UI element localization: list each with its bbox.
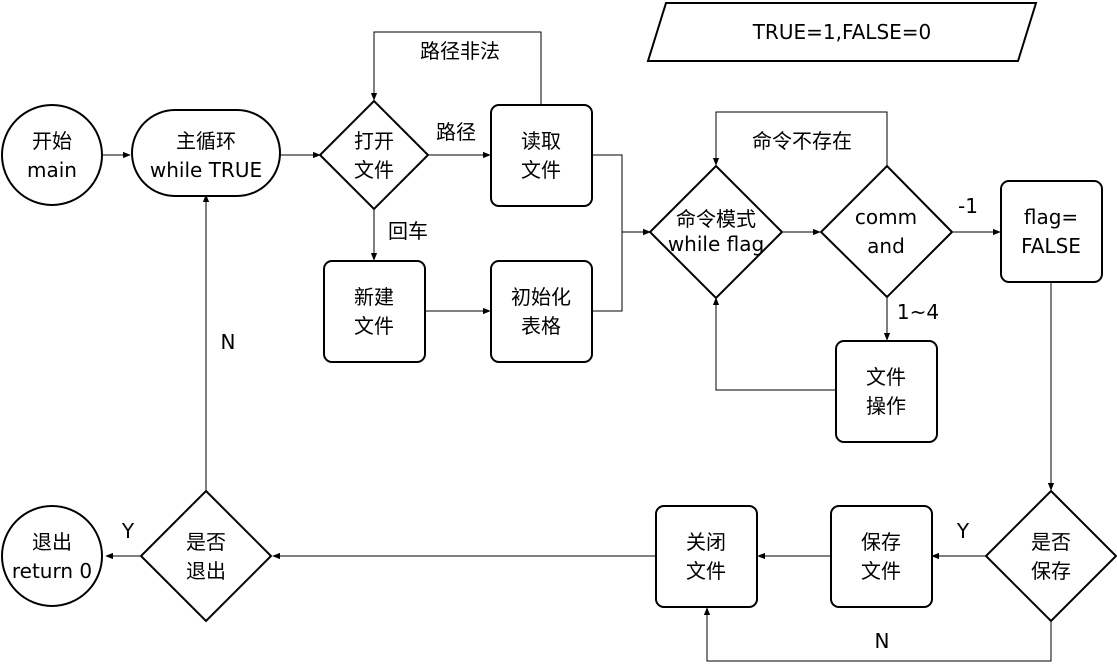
node-start: 开始 main <box>1 104 103 206</box>
label-save-yes: Y <box>956 519 970 543</box>
label-exit-yes: Y <box>121 519 135 543</box>
label-save-no: N <box>875 629 890 653</box>
node-set-flag-line1: flag= <box>1024 205 1078 229</box>
node-main-loop-line2: while TRUE <box>150 158 262 182</box>
node-exit-line1: 退出 <box>32 530 72 554</box>
node-note: TRUE=1,FALSE=0 <box>646 2 1038 62</box>
node-save-file-line1: 保存 <box>861 530 901 554</box>
node-file-op: 文件 操作 <box>835 340 938 443</box>
node-close-file-line2: 文件 <box>686 559 726 583</box>
edge-init-table-to-cmd-mode <box>592 228 651 312</box>
node-ask-exit: 是否 退出 <box>139 489 273 623</box>
node-cmd-mode: 命令模式 while flag <box>648 164 784 300</box>
edge-read-file-to-cmd-mode <box>592 154 651 236</box>
node-start-line1: 开始 <box>32 129 72 153</box>
node-exit: 退出 return 0 <box>1 505 103 607</box>
edge-ask-save-no-to-close-file <box>703 607 1052 662</box>
edges <box>102 31 1055 662</box>
label-minus-one: -1 <box>958 194 978 218</box>
node-file-op-line2: 操作 <box>866 394 906 418</box>
node-ask-save-line2: 保存 <box>1031 559 1071 583</box>
label-one-to-four: 1~4 <box>897 300 939 324</box>
label-cmd-not-exist: 命令不存在 <box>752 129 852 153</box>
label-enter: 回车 <box>388 219 428 243</box>
node-command: comm and <box>819 164 954 299</box>
edge-file-op-to-cmd-mode <box>712 297 835 391</box>
edge-command-not-exist-loop <box>712 111 888 166</box>
node-read-file-line2: 文件 <box>521 158 561 182</box>
edge-read-file-invalid-path-loop <box>370 31 542 105</box>
node-set-flag: flag= FALSE <box>1000 180 1103 283</box>
node-open-file-line1: 打开 <box>354 129 394 153</box>
node-read-file-line1: 读取 <box>521 129 561 153</box>
node-read-file: 读取 文件 <box>490 104 593 207</box>
node-init-table-line2: 表格 <box>521 314 561 338</box>
node-save-file: 保存 文件 <box>830 505 933 608</box>
node-open-file-line2: 文件 <box>354 158 394 182</box>
node-command-line1: comm <box>855 205 917 229</box>
node-open-file: 打开 文件 <box>318 99 430 211</box>
node-save-file-line2: 文件 <box>861 559 901 583</box>
node-ask-exit-line1: 是否 <box>186 530 226 554</box>
node-set-flag-line2: FALSE <box>1021 234 1081 258</box>
node-cmd-mode-line1: 命令模式 <box>676 207 756 231</box>
node-start-line2: main <box>27 158 77 182</box>
node-close-file: 关闭 文件 <box>655 505 758 608</box>
label-exit-no: N <box>221 330 236 354</box>
node-new-file: 新建 文件 <box>323 260 426 363</box>
node-main-loop-line1: 主循环 <box>176 129 236 153</box>
node-main-loop: 主循环 while TRUE <box>131 109 281 197</box>
node-note-text: TRUE=1,FALSE=0 <box>752 20 932 44</box>
node-ask-exit-line2: 退出 <box>186 559 226 583</box>
node-cmd-mode-line2: while flag <box>668 232 764 256</box>
node-new-file-line1: 新建 <box>354 285 394 309</box>
label-path: 路径 <box>436 120 476 144</box>
node-init-table: 初始化 表格 <box>490 260 593 363</box>
node-init-table-line1: 初始化 <box>511 285 571 309</box>
node-file-op-line1: 文件 <box>866 365 906 389</box>
node-ask-save-line1: 是否 <box>1031 530 1071 554</box>
node-close-file-line1: 关闭 <box>686 530 726 554</box>
node-command-line2: and <box>867 234 905 258</box>
node-new-file-line2: 文件 <box>354 314 394 338</box>
node-exit-line2: return 0 <box>12 559 92 583</box>
edge-labels: 路径非法 路径 回车 命令不存在 -1 1~4 Y N Y N <box>121 39 978 653</box>
node-ask-save: 是否 保存 <box>984 489 1117 623</box>
label-invalid-path: 路径非法 <box>420 39 500 63</box>
